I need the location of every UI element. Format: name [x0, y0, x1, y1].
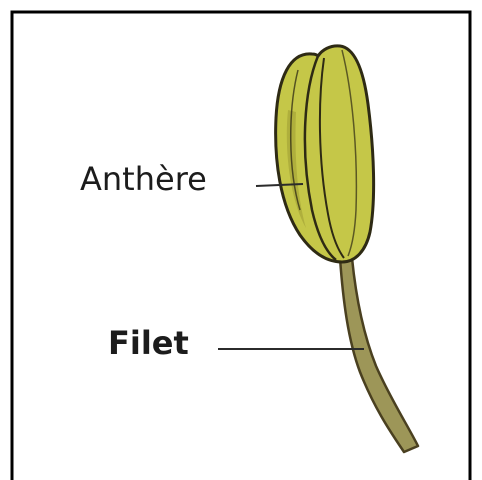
filament-body [340, 258, 418, 452]
image-frame [12, 12, 470, 480]
anther-label: Anthère [80, 160, 207, 198]
anther [276, 46, 374, 262]
filament-label: Filet [108, 324, 189, 362]
filament [340, 258, 418, 452]
